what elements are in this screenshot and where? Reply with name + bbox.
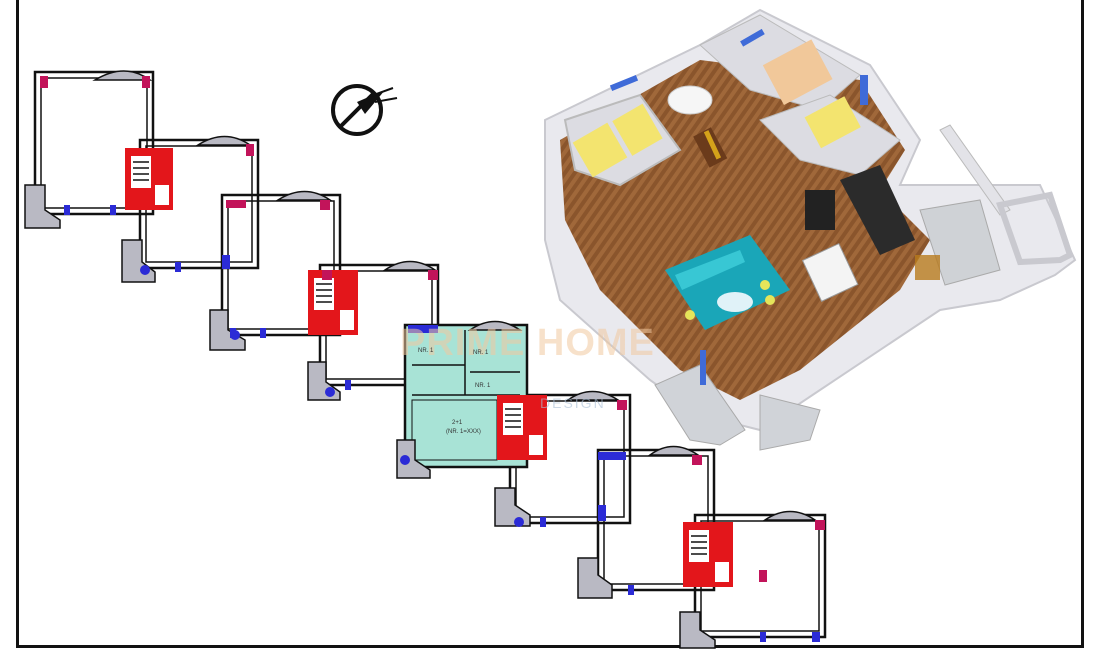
- unit-room-c-label: NR. 1: [418, 348, 434, 354]
- window-markers: [64, 205, 820, 642]
- stair-cores: [125, 148, 733, 587]
- watermark-brand: PRIME HOME: [400, 322, 655, 364]
- unit-room-b-label: NR. 1: [475, 383, 491, 389]
- unit-type-label: 2+1: [452, 420, 463, 426]
- apartment-3d-render: [544, 8, 1077, 451]
- compass-icon: [331, 84, 398, 136]
- watermark-sub: DESIGN: [540, 395, 606, 411]
- unit-area-label: (NR. 1=XXX): [446, 429, 481, 435]
- balconies: [24, 70, 818, 649]
- column-markers: [40, 76, 825, 582]
- unit-room-a-label: NR. 1: [473, 350, 489, 356]
